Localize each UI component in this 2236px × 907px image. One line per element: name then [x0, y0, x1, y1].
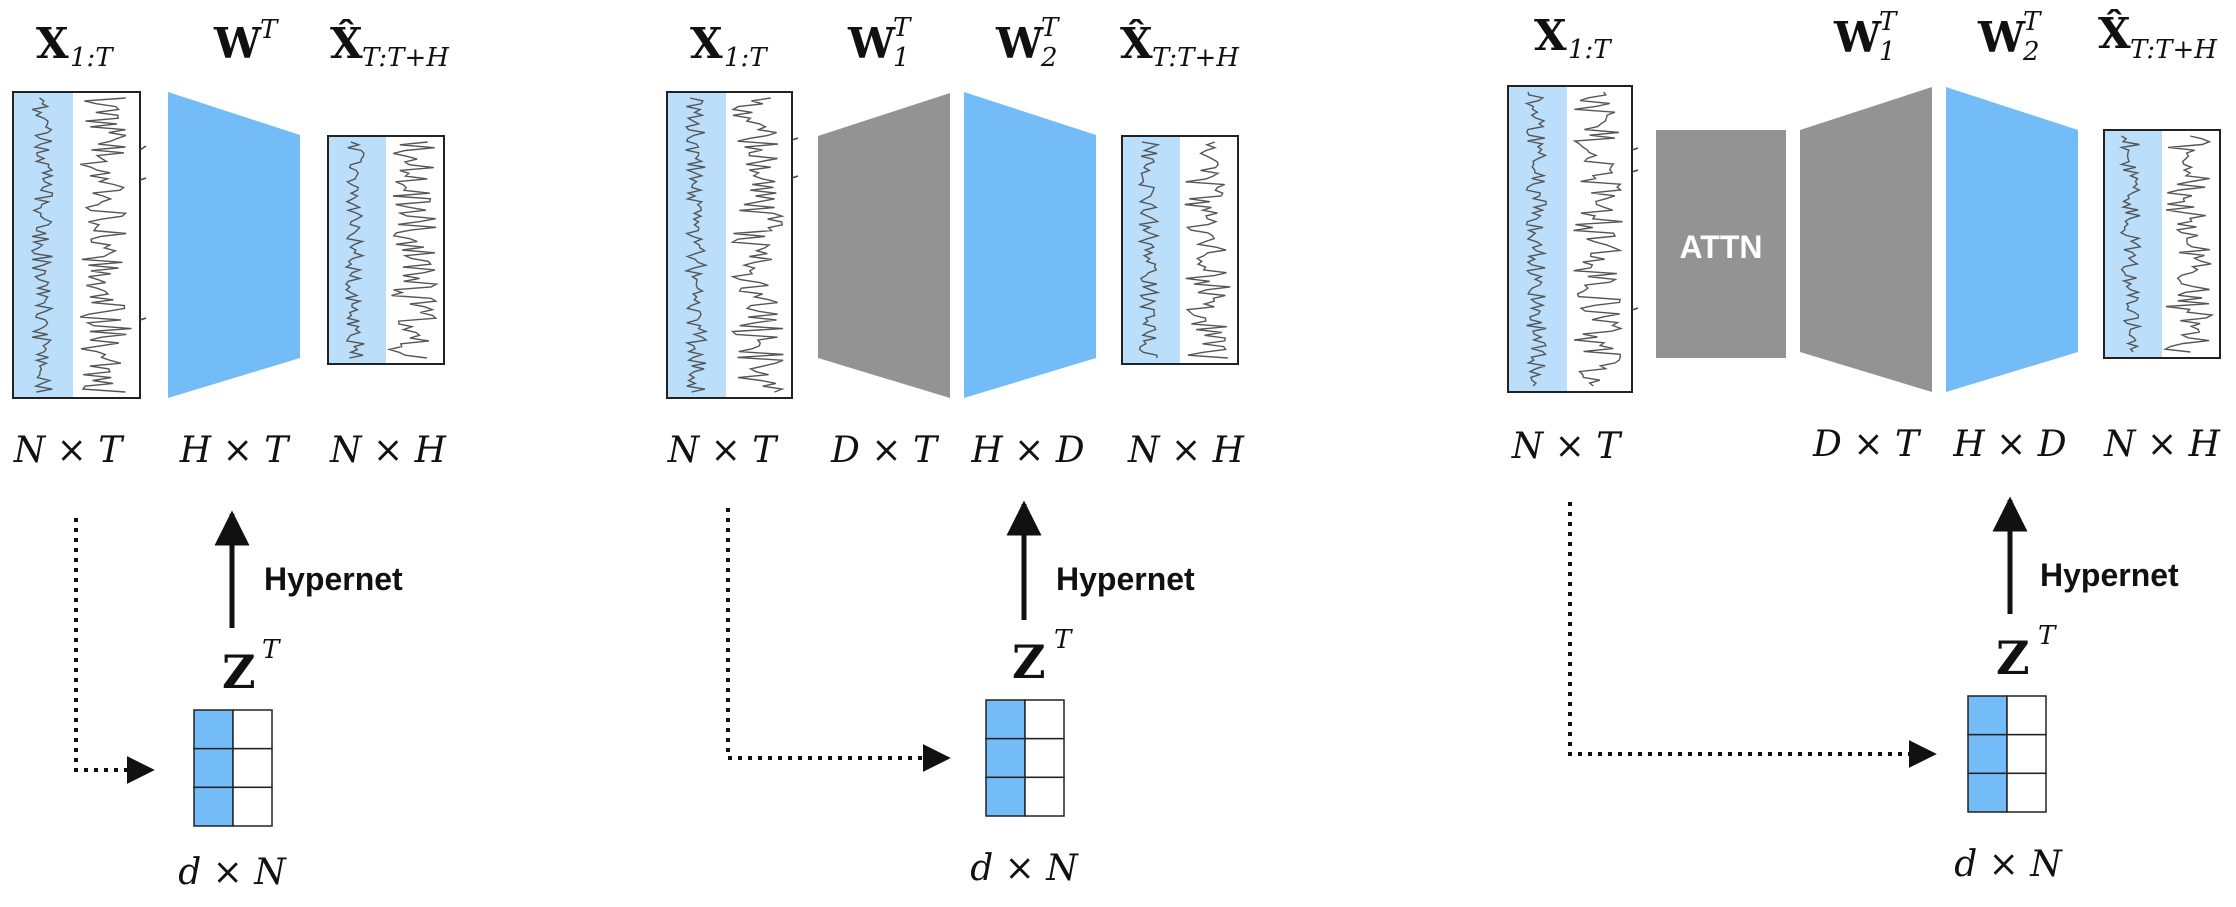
z-cell: [1967, 695, 2008, 736]
series-signal-line: [344, 141, 439, 359]
output-dims: N × H: [1127, 430, 1245, 471]
series-signal-line: [683, 97, 785, 393]
z-cell: [1967, 733, 2008, 775]
z-cell: [2006, 695, 2047, 736]
input-symbol: X: [36, 19, 69, 68]
weight-2-index: 2: [1040, 43, 1058, 73]
z-cell: [1024, 699, 1065, 740]
weight-2-dims: H × D: [1952, 424, 2066, 465]
z-symbol: Z: [1012, 635, 1046, 689]
z-cell: [985, 776, 1026, 817]
series-signal-line: [1524, 91, 1624, 387]
input-subscript: 1:T: [70, 43, 114, 73]
output-symbol: X̂: [330, 17, 363, 68]
weight-symbol: W: [213, 19, 262, 68]
z-symbol: Z: [222, 645, 256, 699]
weight-block-blue: [168, 92, 300, 398]
z-cell: [232, 786, 273, 827]
weight-2-symbol: W: [1977, 13, 2026, 62]
panel-3: X 1:T W T 1 W T 2 X̂ T:T+H ATTN N ×: [1507, 7, 2221, 885]
series-signal-line: [30, 97, 132, 393]
dotted-connector: [726, 508, 951, 772]
z-cell: [232, 747, 273, 789]
panel-2: X 1:T W T 1 W T 2 X̂ T:T+H N × T D × T H…: [666, 13, 1245, 889]
weight-2-symbol: W: [995, 19, 1044, 68]
attention-label: ATTN: [1680, 229, 1763, 265]
input-series-matrix: [1507, 85, 1639, 393]
weight-1-index: 1: [1879, 37, 1896, 67]
output-series-matrix: [2103, 129, 2221, 359]
weight-2-index: 2: [2022, 37, 2040, 67]
input-subscript: 1:T: [724, 43, 768, 73]
output-symbol: X̂: [2098, 7, 2131, 58]
input-dims: N × T: [13, 430, 126, 471]
weight-superscript: T: [260, 15, 279, 45]
input-series-matrix: [666, 91, 799, 399]
weight-1-dims: D × T: [830, 430, 940, 471]
z-cell: [1967, 772, 2008, 813]
dotted-connector: [1568, 502, 1937, 768]
weight-dims: H × T: [179, 430, 291, 471]
z-cell: [193, 709, 234, 750]
z-cell: [2006, 772, 2047, 813]
weight-2-superscript: T: [2023, 7, 2042, 37]
series-signal-line: [1137, 141, 1231, 359]
weight-1-symbol: W: [847, 19, 896, 68]
output-subscript: T:T+H: [2130, 35, 2218, 65]
output-dims: N × H: [2103, 424, 2221, 465]
z-cell: [985, 737, 1026, 779]
output-subscript: T:T+H: [362, 43, 450, 73]
z-symbol: Z: [1996, 631, 2030, 685]
input-subscript: 1:T: [1568, 35, 1612, 65]
z-cell: [232, 709, 273, 750]
series-signal-line: [2118, 135, 2215, 353]
weight-1-superscript: T: [1879, 7, 1898, 37]
weight-2-block-blue: [1946, 87, 2078, 392]
weight-1-block-gray: [818, 93, 950, 398]
weight-2-dims: H × D: [970, 430, 1084, 471]
input-dims: N × T: [1511, 426, 1624, 467]
z-dims: d × N: [1954, 844, 2063, 885]
z-dims: d × N: [178, 852, 287, 893]
z-cell: [1024, 776, 1065, 817]
output-dims: N × H: [329, 430, 447, 471]
weight-2-block-blue: [964, 92, 1096, 398]
attention-block: ATTN: [1656, 130, 1786, 358]
output-subscript: T:T+H: [1152, 43, 1240, 73]
z-cell: [193, 747, 234, 789]
z-matrix: [1967, 695, 2047, 813]
output-series-matrix: [327, 135, 445, 365]
input-dims: N × T: [667, 430, 780, 471]
z-cell: [1024, 737, 1065, 779]
hypernet-label: Hypernet: [1056, 561, 1195, 597]
input-symbol: X: [690, 19, 723, 68]
z-matrix: [985, 699, 1065, 817]
z-cell: [193, 786, 234, 827]
output-symbol: X̂: [1120, 17, 1153, 68]
hypernet-label: Hypernet: [264, 561, 403, 597]
weight-1-dims: D × T: [1812, 424, 1922, 465]
input-symbol: X: [1534, 11, 1567, 60]
weight-2-superscript: T: [1041, 13, 1060, 43]
z-superscript: T: [1054, 625, 1073, 655]
weight-1-block-gray: [1800, 87, 1932, 392]
weight-1-index: 1: [893, 43, 910, 73]
panel-1: X 1:T W T X̂ T:T+H N × T H × T N × H Hy: [12, 15, 450, 893]
z-superscript: T: [2038, 621, 2057, 651]
input-series-matrix: [12, 91, 147, 399]
dotted-connector: [74, 518, 155, 784]
hypernet-label: Hypernet: [2040, 557, 2179, 593]
weight-1-symbol: W: [1833, 13, 1882, 62]
z-matrix: [193, 709, 273, 827]
output-series-matrix: [1121, 135, 1239, 365]
z-dims: d × N: [970, 848, 1079, 889]
z-cell: [2006, 733, 2047, 775]
z-superscript: T: [262, 635, 281, 665]
z-cell: [985, 699, 1026, 740]
weight-1-superscript: T: [893, 13, 912, 43]
